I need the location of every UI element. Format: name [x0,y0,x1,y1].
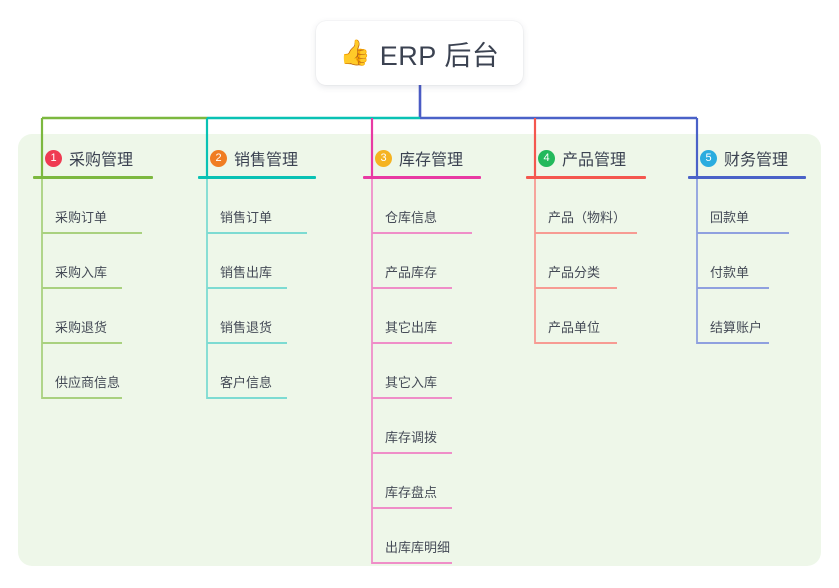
leaf-node[interactable]: 销售订单 [198,179,316,234]
leaf-node-rule [535,287,617,289]
leaf-node[interactable]: 产品库存 [363,234,481,289]
leaf-node-rule [207,287,287,289]
leaf-node-label: 产品（物料） [548,210,627,225]
thumbs-up-icon: 👍 [339,38,371,67]
leaf-node-rule [372,287,452,289]
branch-number-badge: 5 [700,149,717,167]
branch-header-3[interactable]: 3 库存管理 [363,146,481,170]
leaf-node[interactable]: 其它入库 [363,344,481,399]
root-node[interactable]: 👍 ERP 后台 [316,21,523,85]
leaf-node-rule [42,397,122,399]
leaf-node-label: 其它出库 [385,320,438,335]
leaf-node-rule [372,342,452,344]
leaf-list: 仓库信息产品库存其它出库其它入库库存调拨库存盘点出库库明细 [363,179,481,564]
leaf-node-label: 销售退货 [220,320,273,335]
leaf-node-label: 销售订单 [220,210,273,225]
leaf-node-rule [372,397,452,399]
branch-column-4: 4 产品管理产品（物料） 产品分类产品单位 [526,146,646,344]
branch-underline [363,176,481,179]
leaf-node-label: 回款单 [710,210,750,225]
leaf-node-label: 采购订单 [55,210,108,225]
leaf-node-rule [42,287,122,289]
leaf-node-label: 付款单 [710,265,750,280]
branch-header-1[interactable]: 1 采购管理 [33,146,153,170]
leaf-node-rule [207,397,287,399]
leaf-node-label: 其它入库 [385,375,438,390]
branch-column-2: 2 销售管理销售订单销售出库销售退货客户信息 [198,146,316,399]
leaf-node[interactable]: 产品分类 [526,234,646,289]
branch-title: 库存管理 [399,152,464,169]
leaf-node[interactable]: 其它出库 [363,289,481,344]
leaf-list: 产品（物料） 产品分类产品单位 [526,179,646,344]
leaf-node[interactable]: 销售退货 [198,289,316,344]
leaf-node-rule [372,232,472,234]
branch-underline [688,176,806,179]
leaf-node-label: 采购退货 [55,320,108,335]
branch-header-4[interactable]: 4 产品管理 [526,146,646,170]
leaf-node-label: 结算账户 [710,320,763,335]
leaf-node[interactable]: 库存盘点 [363,454,481,509]
leaf-node[interactable]: 采购订单 [33,179,153,234]
leaf-node-rule [42,232,142,234]
branch-header-2[interactable]: 2 销售管理 [198,146,316,170]
leaf-node-label: 出库库明细 [385,540,451,555]
leaf-list: 销售订单销售出库销售退货客户信息 [198,179,316,399]
branch-column-5: 5 财务管理回款单付款单结算账户 [688,146,806,344]
leaf-node[interactable]: 产品（物料） [526,179,646,234]
leaf-list: 采购订单采购入库采购退货供应商信息 [33,179,153,399]
leaf-node-rule [372,562,452,564]
branch-header-5[interactable]: 5 财务管理 [688,146,806,170]
branch-title: 采购管理 [69,152,134,169]
leaf-node-rule [697,232,789,234]
leaf-node-rule [535,342,617,344]
leaf-node[interactable]: 销售出库 [198,234,316,289]
branch-column-3: 3 库存管理仓库信息产品库存其它出库其它入库库存调拨库存盘点出库库明细 [363,146,481,564]
leaf-node-label: 客户信息 [220,375,273,390]
leaf-node-rule [372,507,452,509]
leaf-node-label: 产品单位 [548,320,601,335]
leaf-node-rule [207,232,307,234]
leaf-node-label: 供应商信息 [55,375,121,390]
leaf-node-label: 库存盘点 [385,485,438,500]
branch-underline [526,176,646,179]
branch-number-badge: 4 [538,149,555,167]
leaf-node-label: 产品分类 [548,265,601,280]
branch-underline [33,176,153,179]
branch-title: 财务管理 [724,152,789,169]
leaf-node-label: 销售出库 [220,265,273,280]
leaf-node-label: 仓库信息 [385,210,438,225]
leaf-node-rule [207,342,287,344]
leaf-node-label: 库存调拨 [385,430,438,445]
leaf-node-rule [42,342,122,344]
leaf-node[interactable]: 付款单 [688,234,806,289]
leaf-node[interactable]: 仓库信息 [363,179,481,234]
root-node-label: ERP 后台 [379,40,500,71]
leaf-node-rule [535,232,637,234]
leaf-node[interactable]: 采购退货 [33,289,153,344]
branch-number-badge: 3 [375,149,392,167]
leaf-node-label: 采购入库 [55,265,108,280]
leaf-node-rule [372,452,452,454]
leaf-node[interactable]: 供应商信息 [33,344,153,399]
branch-title: 产品管理 [562,152,627,169]
branch-column-1: 1 采购管理采购订单采购入库采购退货供应商信息 [33,146,153,399]
branch-underline [198,176,316,179]
leaf-node[interactable]: 出库库明细 [363,509,481,564]
leaf-node[interactable]: 产品单位 [526,289,646,344]
leaf-node[interactable]: 回款单 [688,179,806,234]
leaf-node[interactable]: 采购入库 [33,234,153,289]
leaf-node[interactable]: 客户信息 [198,344,316,399]
leaf-node-label: 产品库存 [385,265,438,280]
branch-number-badge: 2 [210,149,227,167]
leaf-node[interactable]: 库存调拨 [363,399,481,454]
leaf-node[interactable]: 结算账户 [688,289,806,344]
leaf-list: 回款单付款单结算账户 [688,179,806,344]
leaf-node-rule [697,287,769,289]
diagram-background-panel [18,134,821,566]
branch-number-badge: 1 [45,149,62,167]
leaf-node-rule [697,342,769,344]
branch-title: 销售管理 [234,152,299,169]
